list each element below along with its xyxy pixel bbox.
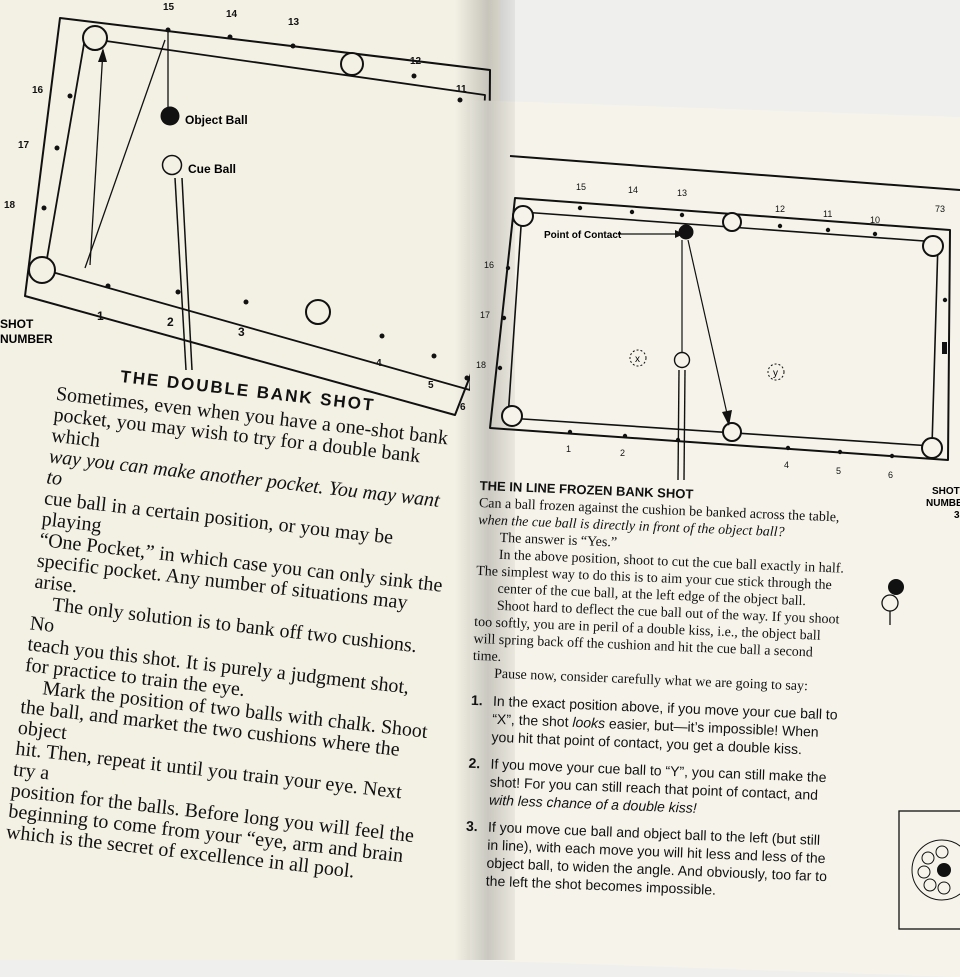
shot-number: 16 <box>484 260 494 270</box>
right-table-diagram: x y Point of Contact 15 14 13 12 11 10 7… <box>476 155 960 521</box>
shot-number: 18 <box>476 360 486 370</box>
shot-number-label: NUMBER <box>926 498 960 509</box>
cue-ball-label: Cue Ball <box>188 162 236 176</box>
shot-number: 17 <box>18 140 30 151</box>
table-marker <box>942 342 947 354</box>
left-article: THE DOUBLE BANK SHOT Sometimes, even whe… <box>5 360 467 889</box>
shot-number: 6 <box>460 402 466 413</box>
shot-number: 73 <box>935 204 945 214</box>
shot-number: 6 <box>888 470 893 480</box>
ghost-ball-x-label: x <box>635 354 640 365</box>
ghost-ball-x <box>629 349 647 367</box>
shot-number: 2 <box>620 448 625 458</box>
corner-pocket <box>512 205 534 227</box>
corner-pocket <box>82 25 108 51</box>
item-number: 3. <box>465 817 479 835</box>
corner-pocket <box>28 256 56 284</box>
shot-number: 1 <box>566 444 571 454</box>
shot-number: 16 <box>32 85 44 96</box>
shot-number: 4 <box>376 358 382 369</box>
rack-diagram-box <box>898 810 960 930</box>
shot-number-label: 3 <box>954 510 960 521</box>
item-number: 1. <box>470 691 484 709</box>
shot-number-label: SHOT <box>932 486 960 497</box>
shot-number: 13 <box>288 17 300 28</box>
ghost-ball-y <box>767 363 785 381</box>
left-page <box>0 0 500 960</box>
object-ball <box>678 224 694 240</box>
cue-ball <box>161 154 183 176</box>
corner-pocket <box>922 235 944 257</box>
shot-number: 14 <box>226 9 238 20</box>
shot-number: 15 <box>576 182 586 192</box>
numbered-item: 1. In the exact position above, if you m… <box>469 691 881 761</box>
shot-number: 11 <box>823 209 832 219</box>
shot-number: 12 <box>410 56 422 67</box>
book-gutter-shadow <box>455 0 515 960</box>
corner-pocket <box>501 405 523 427</box>
right-article: THE IN LINE FROZEN BANK SHOT Can a ball … <box>464 478 890 905</box>
object-ball <box>160 106 180 126</box>
shot-number: 13 <box>677 188 687 198</box>
cue-ball <box>673 351 691 369</box>
left-table-diagram: Object Ball Cue Ball 15 14 13 12 11 16 1… <box>0 2 491 416</box>
shot-number: 2 <box>167 315 174 329</box>
ghost-ball-y-label: y <box>773 368 778 379</box>
shot-number: 10 <box>870 215 880 225</box>
shot-number: 12 <box>775 204 785 214</box>
margin-ball-diagram <box>881 579 904 625</box>
item-number: 2. <box>468 754 481 772</box>
shot-number: 18 <box>4 200 16 211</box>
shot-number-label: NUMBER <box>0 332 53 346</box>
shot-number: 3 <box>238 325 245 339</box>
shot-number-label: SHOT <box>0 317 34 331</box>
shot-number: 17 <box>480 310 490 320</box>
corner-pocket <box>921 437 943 459</box>
side-pocket <box>722 212 742 232</box>
point-of-contact-label: Point of Contact <box>544 230 622 241</box>
shot-number: 4 <box>784 460 789 470</box>
shot-number: 5 <box>836 466 841 476</box>
object-ball-label: Object Ball <box>185 113 248 127</box>
shot-number: 14 <box>628 185 638 195</box>
shot-number: 5 <box>428 380 434 391</box>
shot-number: 15 <box>163 2 175 13</box>
shot-number: 1 <box>97 309 104 323</box>
side-pocket <box>722 422 742 442</box>
side-pocket <box>340 52 364 76</box>
side-pocket <box>305 299 331 325</box>
shot-number: 11 <box>456 84 467 95</box>
numbered-item: 2. If you move your cue ball to “Y”, you… <box>467 754 879 824</box>
